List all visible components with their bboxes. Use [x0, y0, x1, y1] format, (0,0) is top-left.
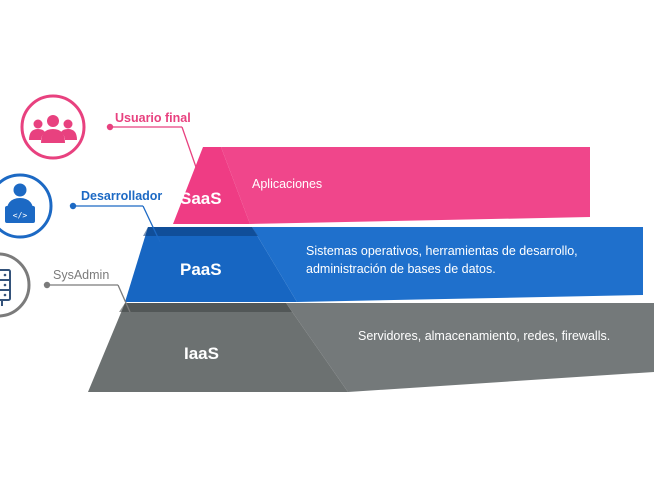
- end-user-connector: [106, 123, 198, 171]
- saas-block: [173, 147, 590, 224]
- developer-label: Desarrollador: [81, 189, 163, 203]
- saas-description: Aplicaciones: [252, 177, 323, 191]
- users-group-icon: [20, 94, 86, 160]
- saas-title: SaaS: [180, 189, 222, 208]
- developer-connector: [69, 202, 161, 243]
- end-user-label: Usuario final: [115, 111, 191, 125]
- iaas-description: Servidores, almacenamiento, redes, firew…: [358, 329, 611, 343]
- iaas-title: IaaS: [184, 344, 219, 363]
- server-rack-icon: [0, 252, 31, 318]
- svg-text:</>: </>: [13, 211, 28, 220]
- sysadmin-label: SysAdmin: [53, 268, 110, 282]
- paas-block: [125, 227, 643, 302]
- developer-laptop-icon: </>: [0, 173, 53, 239]
- paas-description-line-1: Sistemas operativos, herramientas de des…: [306, 244, 578, 258]
- sysadmin-connector: [43, 281, 131, 313]
- paas-description-line-2: administración de bases de datos.: [306, 262, 496, 276]
- paas-title: PaaS: [180, 260, 222, 279]
- iaas-block: [88, 303, 654, 392]
